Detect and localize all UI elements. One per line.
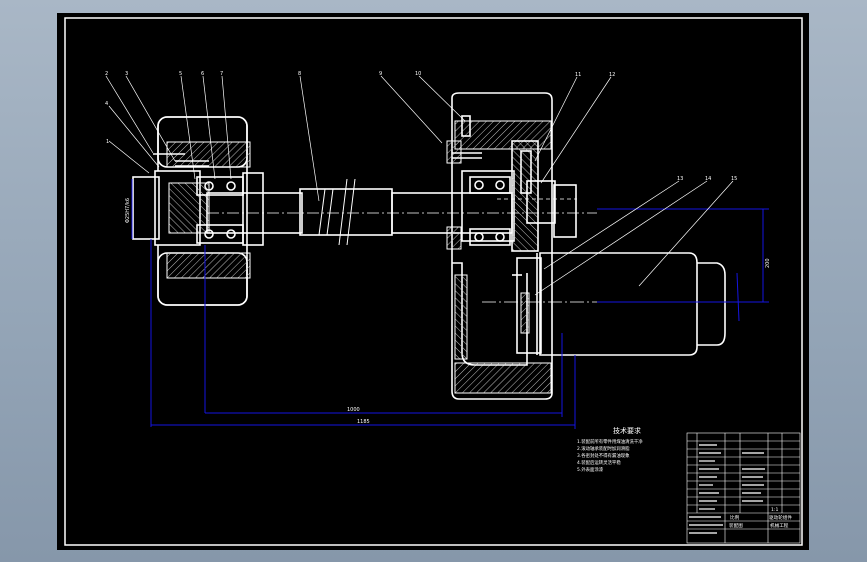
dim-lower-inner: 1000 [347,407,360,413]
dim-bore-left: Φ25H7/k6 [125,198,131,223]
balloon-12: 12 [609,72,615,78]
balloon-2: 2 [105,71,108,77]
note-line-4: 4.装配后运转灵活平稳 [577,459,621,466]
balloon-6: 6 [201,71,204,77]
title-block-title: 驱动轮组件 [769,514,792,521]
notes-title: 技术要求 [613,426,641,435]
balloon-5: 5 [179,71,182,77]
drawing-sheet: Φ25H7/k6 200 1000 1185 1 4 2 3 5 6 7 8 9… [57,13,809,550]
right-bearing-lower [469,228,511,246]
title-block-org: 机械工程 [770,522,789,529]
title-block-sheet: 装配图 [729,522,743,529]
dimension-lines [131,179,769,429]
balloon-4: 4 [105,101,108,107]
balloon-9: 9 [379,71,382,77]
note-line-5: 5.外表面涂漆 [577,466,604,473]
spur-gear [511,140,539,252]
title-block-material: 比例 [730,514,740,521]
balloon-15: 15 [731,176,737,182]
balloon-14: 14 [705,176,711,182]
drive-motor [482,252,737,356]
balloon-11: 11 [575,72,581,78]
balloon-1: 1 [106,139,109,145]
note-line-3: 3.各密封处不得有漏油现象 [577,452,630,459]
right-wheel [446,92,577,400]
title-block [686,432,801,544]
balloon-7: 7 [220,71,223,77]
technical-notes: 技术要求 1.装配前所有零件用煤油清洗干净 2.滚动轴承装配时加润滑脂 3.各密… [577,426,643,473]
sheet-border [64,17,803,546]
left-wheel [132,116,264,306]
balloon-13: 13 [677,176,683,182]
balloon-3: 3 [125,71,128,77]
dim-motor-height: 200 [765,258,771,268]
leader-lines [105,75,734,296]
note-line-1: 1.装配前所有零件用煤油清洗干净 [577,438,643,445]
note-line-2: 2.滚动轴承装配时加润滑脂 [577,445,630,452]
assembly-drawing: Φ25H7/k6 200 1000 1185 1 4 2 3 5 6 7 8 9… [64,17,803,546]
balloon-8: 8 [298,71,301,77]
balloon-labels: 1 4 2 3 5 6 7 8 9 10 11 12 13 14 15 [105,71,737,182]
right-bearing-upper [469,176,511,194]
title-block-scale: 1:1 [771,507,778,513]
balloon-10: 10 [415,71,421,77]
dim-lower-long: 1185 [357,419,370,425]
